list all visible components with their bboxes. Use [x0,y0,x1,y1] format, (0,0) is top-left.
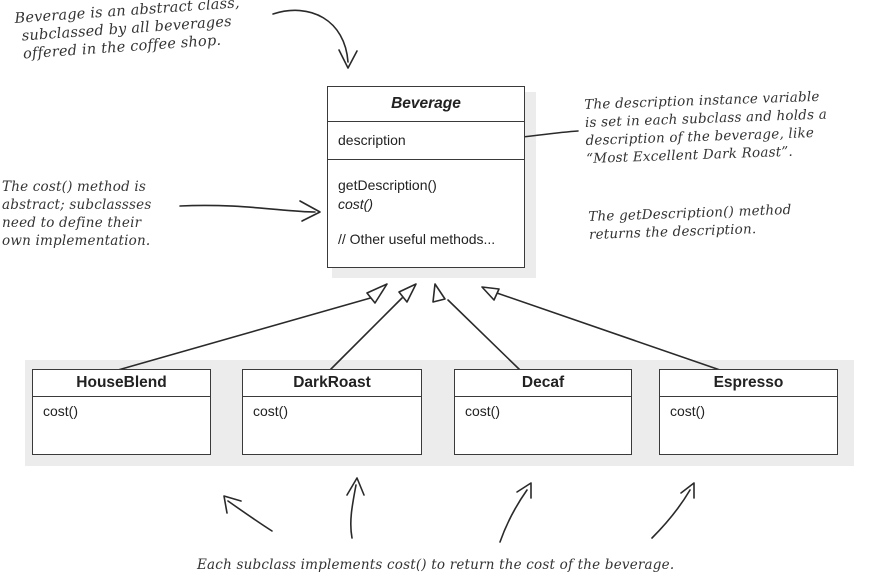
inheritance-arrowhead-2 [398,283,417,303]
darkroast-class-box: DarkRoast cost() [242,369,422,455]
inheritance-line-houseblend [117,296,375,371]
arrow-bottom-3 [499,489,528,543]
darkroast-class-name: DarkRoast [293,374,371,391]
arrow-bottom-1-head [223,495,242,514]
arrow-abstract-note-head [338,49,358,69]
inheritance-line-darkroast [329,297,403,371]
beverage-class-box: Beverage description getDescription() co… [327,86,525,268]
cost-method-abstract: cost() [338,196,373,212]
arrow-bottom-2 [349,484,357,539]
decaf-cost-method: cost() [465,403,500,419]
houseblend-cost-method: cost() [43,403,78,419]
arrow-cost-note-head [299,200,321,222]
inheritance-arrowhead-4 [481,286,500,301]
arrow-abstract-note [272,9,349,63]
arrow-bottom-4 [651,489,691,539]
decaf-methods: cost() [455,396,631,454]
beverage-methods: getDescription() cost() // Other useful … [328,159,524,252]
cost-method-note: The cost() method is abstract; subclasss… [2,178,151,250]
beverage-attributes: description [328,121,524,159]
inheritance-line-decaf [447,299,521,371]
getdescription-method: getDescription() [338,177,437,193]
inheritance-line-espresso [493,291,721,371]
arrow-bottom-3-head [516,482,532,499]
darkroast-cost-method: cost() [253,403,288,419]
beverage-class-name: Beverage [391,95,461,112]
other-methods: // Other useful methods... [338,231,496,247]
houseblend-class-box: HouseBlend cost() [32,369,211,455]
description-attribute: description [338,132,406,148]
darkroast-methods: cost() [243,396,421,454]
cost-note-line-4: own implementation. [2,233,151,249]
houseblend-methods: cost() [33,396,210,454]
decaf-class-box: Decaf cost() [454,369,632,455]
getdescription-note: The getDescription() method returns the … [588,201,792,244]
description-variable-note: The description instance variable is set… [584,88,828,168]
inheritance-arrowhead-3 [432,283,446,303]
cost-note-line-2: abstract; subclassses [2,197,152,213]
inheritance-arrowhead-1 [366,283,388,304]
espresso-methods: cost() [660,396,837,454]
arrow-bottom-2-head [346,477,365,496]
arrow-bottom-1 [227,500,273,532]
espresso-cost-method: cost() [670,403,705,419]
espresso-class-name: Espresso [713,374,784,391]
cost-note-line-3: need to define their [2,215,142,231]
espresso-class-box: Espresso cost() [659,369,838,455]
houseblend-class-name: HouseBlend [76,374,167,391]
arrow-bottom-4-head [680,482,695,499]
bottom-cost-note: Each subclass implements cost() to retur… [197,557,675,573]
decaf-class-name: Decaf [521,374,565,391]
cost-note-line-1: The cost() method is [2,179,147,195]
arrow-cost-note [179,204,316,213]
